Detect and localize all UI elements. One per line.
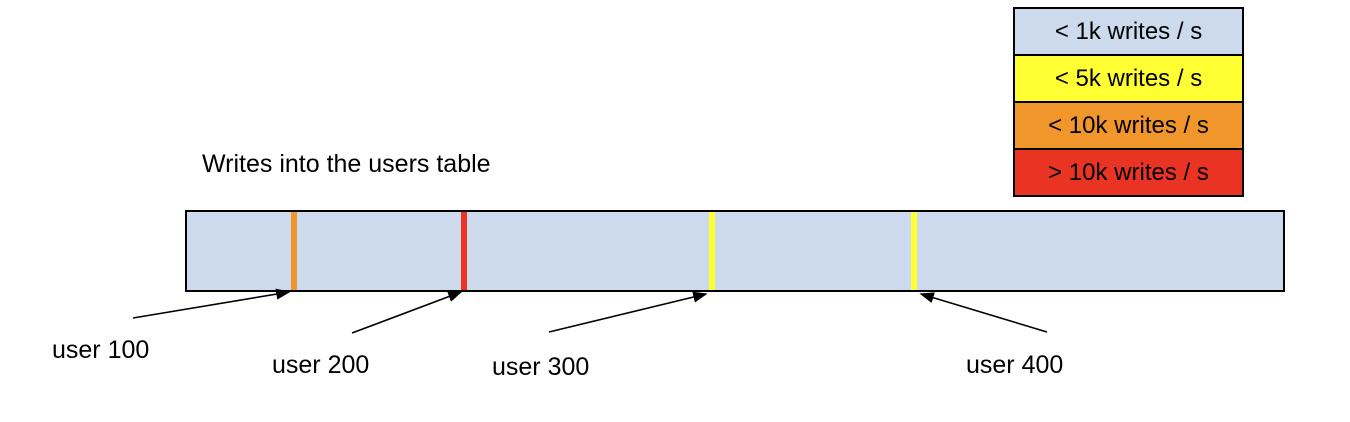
legend-row-gt-10k: > 10k writes / s xyxy=(1015,150,1242,195)
legend-row-lt-1k: < 1k writes / s xyxy=(1015,9,1242,56)
marker-user-400 xyxy=(911,212,917,290)
arrow-user-300 xyxy=(548,291,708,333)
marker-user-100 xyxy=(291,212,297,290)
legend: < 1k writes / s < 5k writes / s < 10k wr… xyxy=(1013,7,1244,197)
arrow-user-200 xyxy=(351,291,463,334)
label-user-400: user 400 xyxy=(966,351,1064,379)
arrow-user-400 xyxy=(919,292,1048,333)
legend-row-lt-10k: < 10k writes / s xyxy=(1015,103,1242,150)
legend-label-lt-10k: < 10k writes / s xyxy=(1048,111,1209,139)
legend-label-lt-5k: < 5k writes / s xyxy=(1054,64,1203,92)
arrow-user-100 xyxy=(132,288,291,319)
legend-label-lt-1k: < 1k writes / s xyxy=(1054,17,1203,45)
users-table-bar xyxy=(185,210,1285,292)
label-user-300: user 300 xyxy=(492,353,590,381)
label-user-100: user 100 xyxy=(52,336,150,364)
label-user-200: user 200 xyxy=(272,351,370,379)
diagram-title: Writes into the users table xyxy=(202,150,491,178)
marker-user-200 xyxy=(461,212,467,290)
marker-user-300 xyxy=(709,212,715,290)
legend-row-lt-5k: < 5k writes / s xyxy=(1015,56,1242,103)
legend-label-gt-10k: > 10k writes / s xyxy=(1048,158,1209,186)
